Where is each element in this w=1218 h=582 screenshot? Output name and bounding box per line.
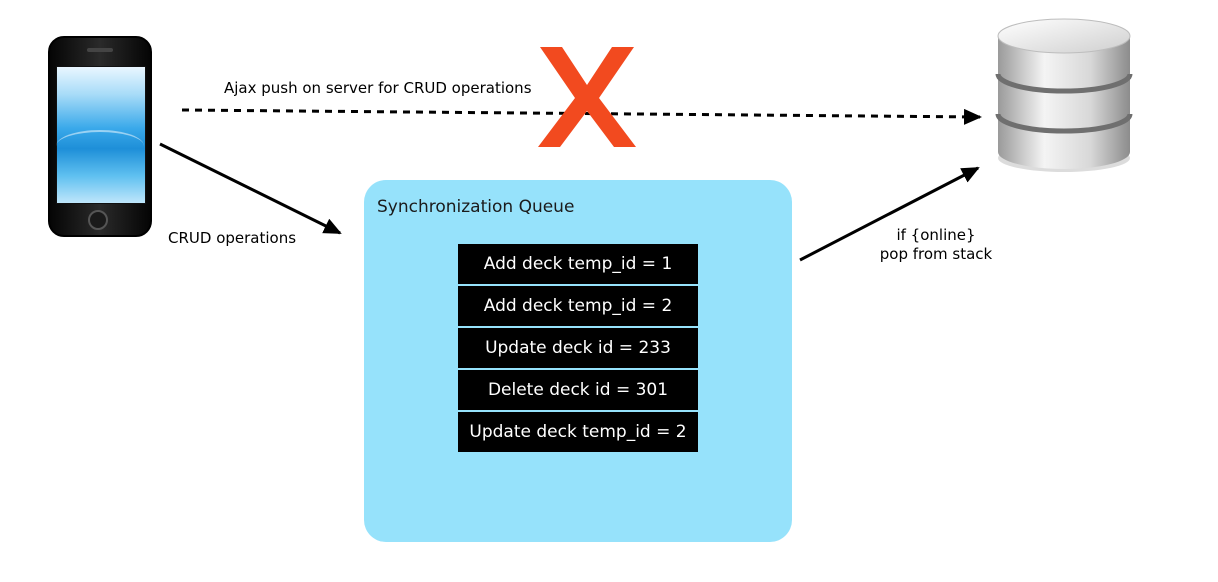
queue-list: Add deck temp_id = 1 Add deck temp_id = … [458,244,698,454]
database-icon [995,18,1133,172]
queue-item: Add deck temp_id = 2 [458,286,698,326]
ajax-push-dashed-arrow [181,108,982,125]
queue-item: Update deck temp_id = 2 [458,412,698,452]
sync-to-server-arrow [799,166,980,262]
smartphone-icon [48,36,152,237]
online-condition-label: if {online} pop from stack [870,226,1002,264]
phone-screen-highlight [56,130,144,162]
pop-from-stack-line: pop from stack [879,245,993,263]
online-condition-line: if {online} [896,226,976,244]
queue-item: Delete deck id = 301 [458,370,698,410]
queue-item: Add deck temp_id = 1 [458,244,698,284]
cross-icon [538,47,636,147]
phone-speaker [87,48,113,52]
queue-title: Synchronization Queue [377,197,575,217]
queue-item: Update deck id = 233 [458,328,698,368]
crud-operations-arrow [159,142,342,235]
crud-operations-label: CRUD operations [168,229,297,247]
ajax-push-label: Ajax push on server for CRUD operations [224,79,532,97]
phone-home-button [88,210,108,230]
